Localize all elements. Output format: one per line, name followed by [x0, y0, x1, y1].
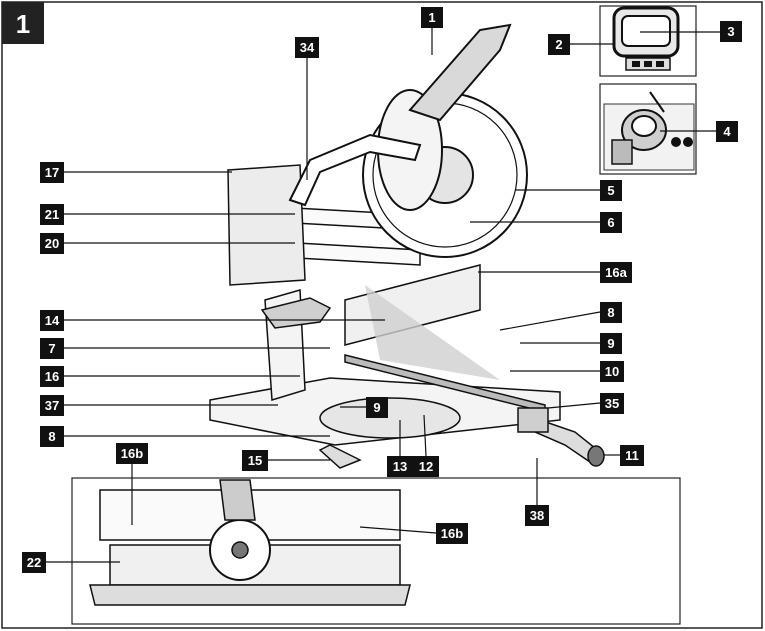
callout-22: 22	[22, 552, 46, 573]
svg-text:9: 9	[373, 400, 380, 415]
svg-text:16a: 16a	[605, 265, 627, 280]
svg-text:12: 12	[419, 459, 433, 474]
svg-text:34: 34	[300, 40, 315, 55]
inset-rear-view	[71, 477, 681, 625]
svg-text:14: 14	[45, 313, 60, 328]
callout-8-right: 8	[600, 302, 622, 323]
svg-text:21: 21	[45, 207, 59, 222]
callout-2: 2	[548, 34, 570, 55]
svg-text:1: 1	[428, 10, 435, 25]
callout-13: 13	[387, 456, 413, 477]
callout-20: 20	[40, 233, 64, 254]
callout-17: 17	[40, 162, 64, 183]
callout-15: 15	[242, 450, 268, 471]
svg-text:17: 17	[45, 165, 59, 180]
svg-text:37: 37	[45, 398, 59, 413]
callout-4: 4	[716, 121, 738, 142]
svg-text:6: 6	[607, 215, 614, 230]
inset-switch-detail	[599, 5, 697, 77]
inset-motor-detail	[599, 83, 697, 175]
callouts: 1 2 3 4 5 6 16a 8 9 10 35 11 38 34 17 21…	[22, 7, 742, 573]
svg-text:3: 3	[727, 24, 734, 39]
svg-text:16b: 16b	[121, 446, 143, 461]
callout-10: 10	[600, 361, 624, 382]
callout-16b-right: 16b	[436, 523, 468, 544]
saw-illustration	[209, 23, 605, 469]
svg-text:20: 20	[45, 236, 59, 251]
callout-37: 37	[40, 395, 64, 416]
svg-text:4: 4	[723, 124, 731, 139]
callout-7: 7	[40, 338, 64, 359]
svg-text:11: 11	[625, 448, 639, 463]
callout-12: 12	[413, 456, 439, 477]
svg-text:22: 22	[27, 555, 41, 570]
svg-text:8: 8	[48, 429, 55, 444]
figure-number: 1	[16, 9, 30, 39]
callout-16a: 16a	[600, 262, 632, 283]
leader-lines	[46, 28, 720, 563]
callout-21: 21	[40, 204, 64, 225]
svg-text:5: 5	[607, 183, 614, 198]
callout-11: 11	[620, 445, 644, 466]
svg-text:9: 9	[607, 336, 614, 351]
svg-text:38: 38	[530, 508, 544, 523]
callout-16b-top: 16b	[116, 443, 148, 464]
callout-16: 16	[40, 366, 64, 387]
svg-text:16b: 16b	[441, 526, 463, 541]
callout-8-left: 8	[40, 426, 64, 447]
callout-6: 6	[600, 212, 622, 233]
svg-text:2: 2	[555, 37, 562, 52]
callout-34: 34	[295, 37, 319, 58]
svg-text:13: 13	[393, 459, 407, 474]
callout-1: 1	[421, 7, 443, 28]
svg-text:15: 15	[248, 453, 262, 468]
svg-text:8: 8	[607, 305, 614, 320]
svg-text:7: 7	[48, 341, 55, 356]
callout-38: 38	[525, 505, 549, 526]
callout-5: 5	[600, 180, 622, 201]
callout-14: 14	[40, 310, 64, 331]
svg-text:10: 10	[605, 364, 619, 379]
callout-3: 3	[720, 21, 742, 42]
callout-35: 35	[600, 393, 624, 414]
figure-number-box	[2, 2, 44, 44]
callout-9-right: 9	[600, 333, 622, 354]
svg-text:35: 35	[605, 396, 619, 411]
svg-text:16: 16	[45, 369, 59, 384]
callout-9-center: 9	[366, 397, 388, 418]
